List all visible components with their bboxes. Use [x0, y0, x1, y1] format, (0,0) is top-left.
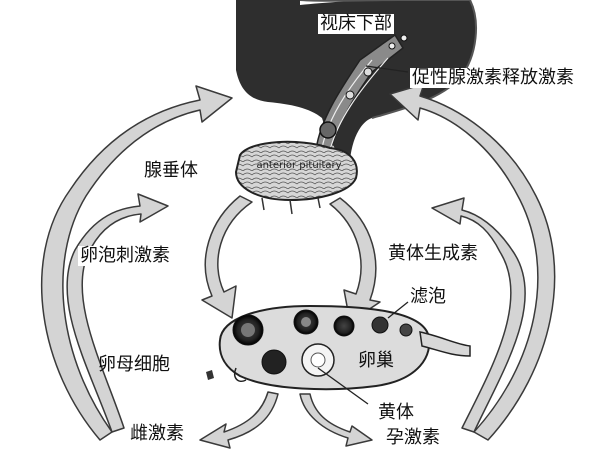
label-pituitary-inner: anterior pituitary — [254, 160, 344, 171]
label-oocyte: 卵母细胞 — [98, 356, 170, 374]
label-pituitary: 腺垂体 — [144, 162, 198, 180]
label-progesterone: 孕激素 — [384, 428, 442, 448]
label-fsh: 卵泡刺激素 — [78, 246, 172, 266]
arrow-lh-to-ovary — [330, 198, 380, 322]
ovary — [206, 306, 470, 389]
label-gnrh: 促性腺激素释放激素 — [410, 68, 576, 88]
label-corpus-luteum: 黄体 — [378, 404, 414, 422]
label-lh: 黄体生成素 — [386, 244, 480, 264]
arrow-ovary-to-progesterone — [300, 394, 372, 446]
label-hypothalamus: 视床下部 — [318, 14, 394, 34]
arrow-fsh-to-ovary — [202, 196, 252, 318]
label-estrogen: 雌激素 — [128, 424, 186, 444]
label-ovary: 卵巢 — [358, 352, 394, 370]
label-follicle: 滤泡 — [410, 288, 446, 306]
arrow-ovary-to-estrogen — [200, 392, 278, 448]
